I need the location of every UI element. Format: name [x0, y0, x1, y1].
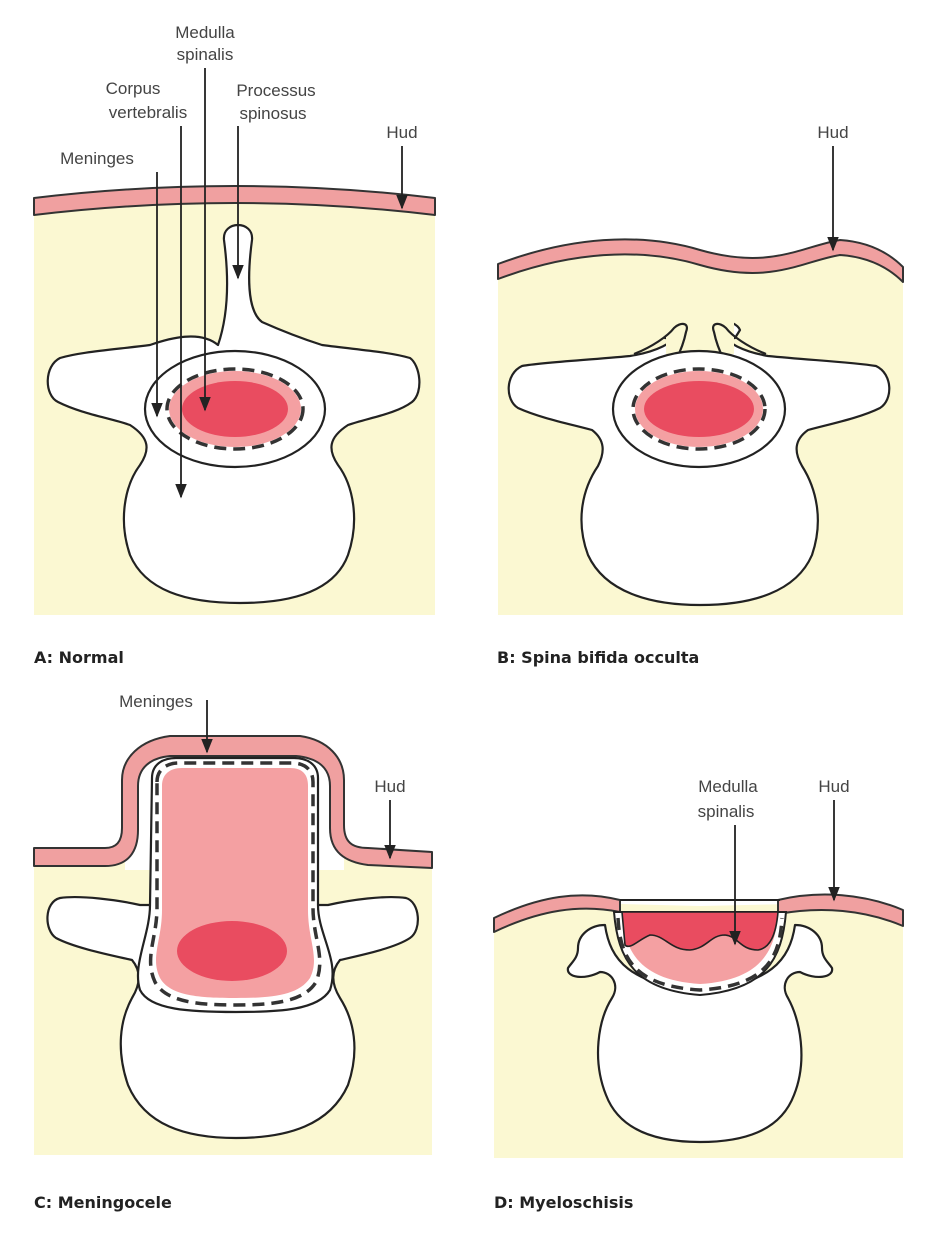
panel-d-medulla-label-2: spinalis [698, 802, 755, 821]
panel-b-dura [631, 367, 767, 451]
panel-b-caption: B: Spina bifida occulta [497, 648, 699, 667]
panel-c-meninges-label: Meninges [119, 692, 193, 711]
panel-a-spinal-cord [182, 381, 288, 437]
panel-c-spinal-cord [177, 921, 287, 981]
panel-d-vertebra [566, 923, 834, 1144]
panel-a-processus-label-2: spinosus [239, 104, 306, 123]
panel-a-medulla-label-1: Medulla [175, 23, 235, 42]
panel-b-skin [497, 238, 904, 283]
panel-d-myeloschisis: Medulla spinalis Hud D: Myeloschisis [493, 777, 904, 1212]
panel-d-skin-right [777, 893, 904, 927]
panel-b-spinal-cord [644, 381, 754, 437]
panel-d-caption: D: Myeloschisis [494, 1193, 633, 1212]
panel-c-hud-label: Hud [374, 777, 405, 796]
panel-a-normal: Medulla spinalis Corpus vertebralis Proc… [33, 23, 436, 667]
panel-a-skin [33, 185, 436, 216]
panel-b-spina-bifida-occulta: Hud B: Spina bifida occulta [497, 123, 904, 667]
panel-b-right-lamina [712, 322, 767, 361]
panel-d-medulla-label-1: Medulla [698, 777, 758, 796]
panel-a-caption: A: Normal [34, 648, 124, 667]
panel-a-corpus-label-2: vertebralis [109, 103, 187, 122]
panel-b-hud-label: Hud [817, 123, 848, 142]
panel-d-dura [616, 917, 784, 992]
panel-c-skin [33, 735, 433, 869]
panel-a-hud-label: Hud [386, 123, 417, 142]
panel-a-dura [165, 367, 305, 451]
panel-a-processus-label-1: Processus [236, 81, 315, 100]
panel-c-dura [148, 761, 322, 1007]
panel-c-caption: C: Meningocele [34, 1193, 172, 1212]
panel-a-medulla-label-2: spinalis [177, 45, 234, 64]
panel-c-meningocele: Meninges Hud C: Meningocele [33, 692, 433, 1212]
panel-a-corpus-label-1: Corpus [106, 79, 161, 98]
panel-b-gap-mask [666, 314, 734, 354]
panel-b-left-lamina [633, 322, 688, 361]
panel-a-meninges-label: Meninges [60, 149, 134, 168]
panel-d-hud-label: Hud [818, 777, 849, 796]
